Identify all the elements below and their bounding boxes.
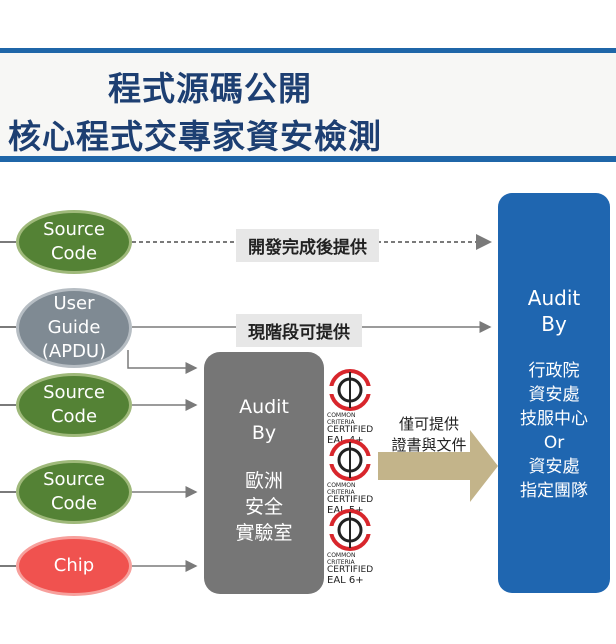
ellipse-text: Source — [43, 382, 105, 403]
cc-certified-text: CERTIFIED — [327, 565, 374, 575]
common-criteria-logo-icon — [329, 439, 371, 481]
cc-badge-eal6: COMMON CRITERIA CERTIFIED EAL 6+ — [327, 508, 377, 586]
ellipse-text: Code — [50, 493, 98, 514]
right-arrow-label-line1: 僅可提供 — [398, 415, 459, 433]
common-criteria-logo-icon — [329, 509, 371, 551]
cc-badge-eal4: COMMON CRITERIA CERTIFIED EAL 4+ — [327, 368, 377, 446]
ellipse-text: Code — [50, 406, 98, 427]
cc-small-text: COMMON CRITERIA — [327, 412, 356, 426]
lab-audit-box: Audit By 歐洲 安全 實驗室 — [204, 352, 324, 594]
gov-name-2: 資安處 — [528, 385, 580, 405]
gov-name-1: 行政院 — [528, 361, 580, 381]
cc-small-text: COMMON CRITERIA — [327, 482, 356, 496]
lab-name-1: 歐洲 — [244, 470, 283, 492]
ellipse-text: Source — [43, 219, 105, 240]
gov-or-text: Or — [543, 433, 565, 453]
gov-audit-text: Audit — [527, 286, 581, 310]
ellipse-text: Guide — [47, 317, 101, 338]
gov-by-text: By — [541, 312, 567, 336]
lab-name-3: 實驗室 — [235, 522, 293, 544]
middle-arrow-label: 現階段可提供 — [236, 314, 362, 347]
gov-name-3: 技服中心 — [520, 409, 588, 429]
title-top-rule — [0, 48, 616, 53]
cc-badge-eal5: COMMON CRITERIA CERTIFIED EAL 5+ — [327, 438, 377, 516]
ellipse-text: Chip — [53, 555, 95, 576]
title-band — [0, 53, 616, 156]
gov-name-4: 資安處 — [528, 457, 580, 477]
ellipse-text: Source — [43, 469, 105, 490]
big-arrow-to-gov — [378, 430, 498, 502]
title-line-2: 核心程式交專家資安檢測 — [8, 117, 382, 156]
right-arrow-label: 僅可提供 證書與文件 — [386, 414, 472, 456]
user-guide-to-lab-arrow — [127, 350, 198, 374]
gov-audit-box: Audit By 行政院 資安處 技服中心 Or 資安處 指定團隊 — [498, 193, 610, 593]
title-line-1: 程式源碼公開 — [108, 69, 312, 108]
title-bottom-rule — [0, 156, 616, 162]
right-arrow-label-line2: 證書與文件 — [391, 436, 467, 454]
lab-by-text: By — [251, 422, 277, 444]
ellipse-text: Code — [50, 243, 98, 264]
lab-audit-text: Audit — [239, 396, 289, 418]
top-arrow-label: 開發完成後提供 — [236, 229, 379, 262]
ellipse-text: User — [53, 293, 95, 314]
common-criteria-logo-icon — [329, 369, 371, 411]
cc-certified-text: CERTIFIED — [327, 425, 374, 435]
gov-name-5: 指定團隊 — [520, 481, 588, 501]
cc-eal-level: EAL 6+ — [327, 575, 364, 586]
ellipse-text: (APDU) — [41, 341, 107, 362]
cc-small-text: COMMON CRITERIA — [327, 552, 356, 566]
lab-name-2: 安全 — [244, 496, 283, 518]
cc-certified-text: CERTIFIED — [327, 495, 374, 505]
chip-ellipse: Chip — [16, 536, 132, 596]
